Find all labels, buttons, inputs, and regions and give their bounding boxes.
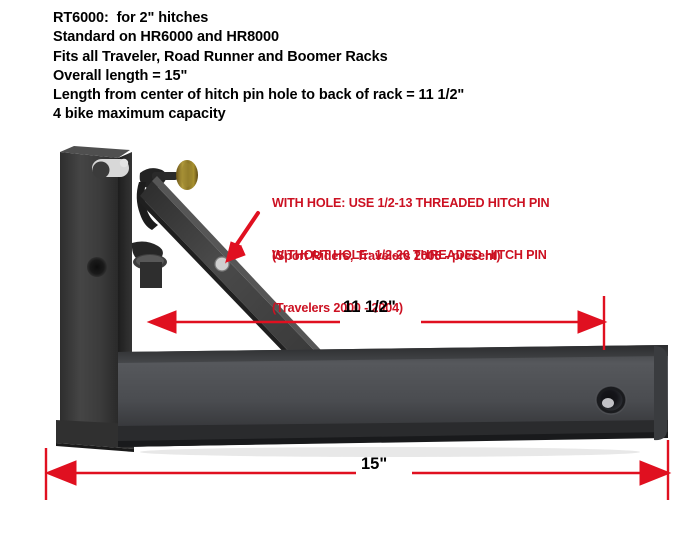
- annotation-without-hole-line1: WITHOUT HOLE: 1/2-20 THREADED HITCH PIN: [272, 248, 547, 262]
- annotation-with-hole-line2: (Sport Riders, Travelers 2005 - present): [272, 248, 501, 263]
- dimension-label-lower: 15": [361, 455, 388, 473]
- spec-line-pin-to-back: Length from center of hitch pin hole to …: [53, 87, 465, 104]
- spec-line-standard: Standard on HR6000 and HR8000: [53, 29, 279, 46]
- spec-line-fits: Fits all Traveler, Road Runner and Boome…: [53, 48, 388, 65]
- specification-text-block: RT6000: for 2" hitches Standard on HR600…: [53, 9, 613, 125]
- spec-line-overall-length: Overall length = 15": [53, 67, 188, 84]
- spec-line-capacity: 4 bike maximum capacity: [53, 106, 226, 123]
- annotation-with-hole: WITH HOLE: USE 1/2-13 THREADED HITCH PIN…: [272, 159, 550, 300]
- annotation-without-hole: WITHOUT HOLE: 1/2-20 THREADED HITCH PIN …: [272, 211, 547, 352]
- horizontal-tube: [118, 345, 668, 447]
- small-hole-top: [119, 158, 129, 168]
- dimension-label-upper: 11 1/2": [343, 298, 396, 316]
- annotation-with-hole-line1: WITH HOLE: USE 1/2-13 THREADED HITCH PIN: [272, 196, 550, 210]
- plate-mid-hole: [87, 257, 107, 277]
- brass-knob: [163, 160, 198, 190]
- spec-line-model: RT6000: for 2" hitches: [53, 10, 209, 26]
- annotation-without-hole-line2: (Travelers 2000 - 2004): [272, 300, 403, 315]
